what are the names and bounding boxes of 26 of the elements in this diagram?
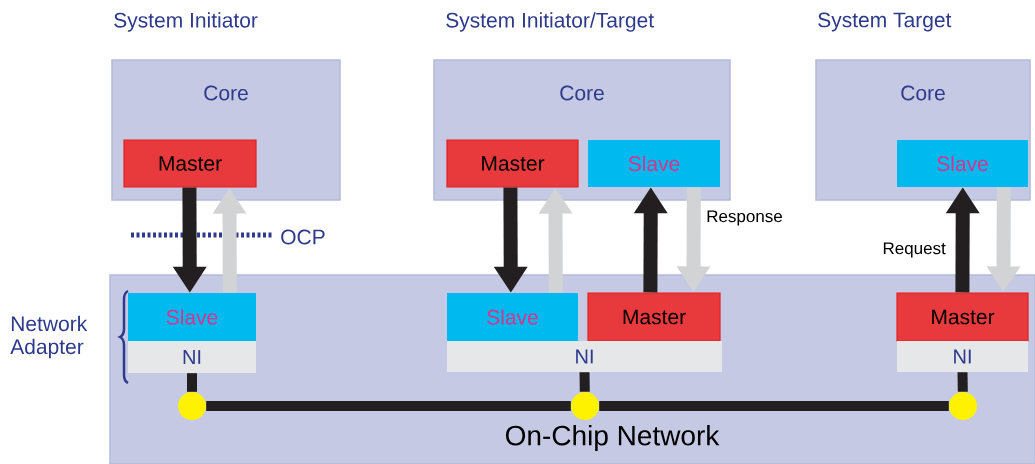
junction-dot	[949, 392, 977, 420]
slave-box: Slave	[897, 140, 1028, 187]
connector-line	[187, 373, 197, 392]
heading: System Initiator/Target	[446, 12, 654, 32]
interface-label: OCP	[281, 229, 325, 245]
adapter-label: Network Adapter	[10, 315, 88, 359]
heading: System Initiator	[114, 12, 258, 32]
ni-box: NI	[128, 341, 256, 373]
junction-dot	[571, 392, 599, 420]
bus-line	[599, 401, 949, 411]
heading: System Target	[818, 12, 952, 32]
ni-box: NI	[897, 341, 1028, 372]
edge-label: Response	[707, 210, 782, 226]
slave-box: Slave	[128, 293, 256, 341]
edge-label: Request	[883, 242, 946, 258]
master-box: Master	[587, 292, 721, 342]
ni-box: NI	[447, 341, 722, 372]
connector-line	[957, 372, 968, 392]
bus-line	[206, 401, 571, 411]
slave-box: Slave	[447, 293, 578, 341]
slave-box: Slave	[588, 140, 720, 187]
master-box: Master	[896, 292, 1029, 342]
master-box: Master	[446, 139, 579, 188]
junction-dot	[178, 392, 206, 420]
connector-line	[579, 372, 590, 392]
master-box: Master	[123, 139, 257, 188]
